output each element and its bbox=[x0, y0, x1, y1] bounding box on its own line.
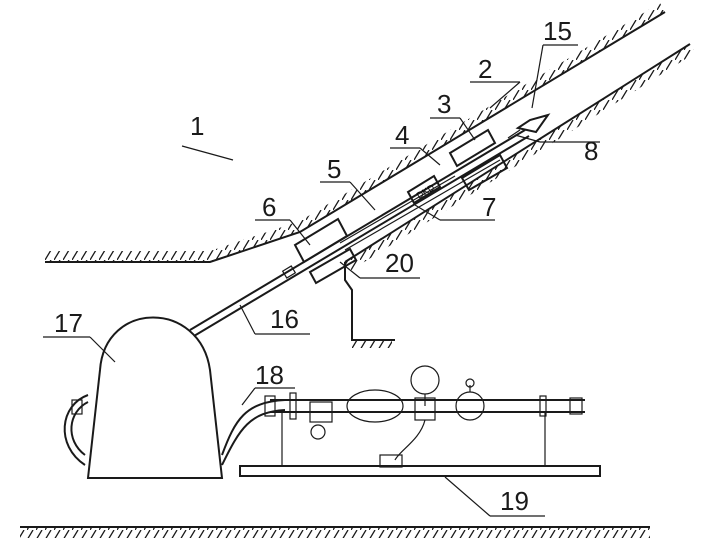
label-3: 3 bbox=[437, 89, 451, 119]
label-20: 20 bbox=[385, 248, 414, 278]
label-15: 15 bbox=[543, 16, 572, 46]
label-1: 1 bbox=[190, 111, 204, 141]
probe-tip bbox=[508, 115, 548, 138]
borehole-lower-wall bbox=[345, 44, 695, 271]
label-7: 7 bbox=[482, 192, 496, 222]
label-5: 5 bbox=[327, 154, 341, 184]
label-17: 17 bbox=[54, 308, 83, 338]
label-4: 4 bbox=[395, 120, 409, 150]
label-19: 19 bbox=[500, 486, 529, 516]
inner-rods bbox=[340, 160, 500, 250]
label-8: 8 bbox=[584, 136, 598, 166]
base-plate-19 bbox=[240, 412, 600, 476]
label-18: 18 bbox=[255, 360, 284, 390]
label-2: 2 bbox=[478, 54, 492, 84]
label-6: 6 bbox=[262, 192, 276, 222]
drilling-machine-17 bbox=[65, 318, 222, 479]
rock-slope-upper bbox=[45, 3, 665, 262]
drill-rod bbox=[190, 130, 529, 336]
ground-surface bbox=[20, 527, 650, 538]
label-16: 16 bbox=[270, 304, 299, 334]
pipeline-assembly bbox=[265, 366, 585, 467]
